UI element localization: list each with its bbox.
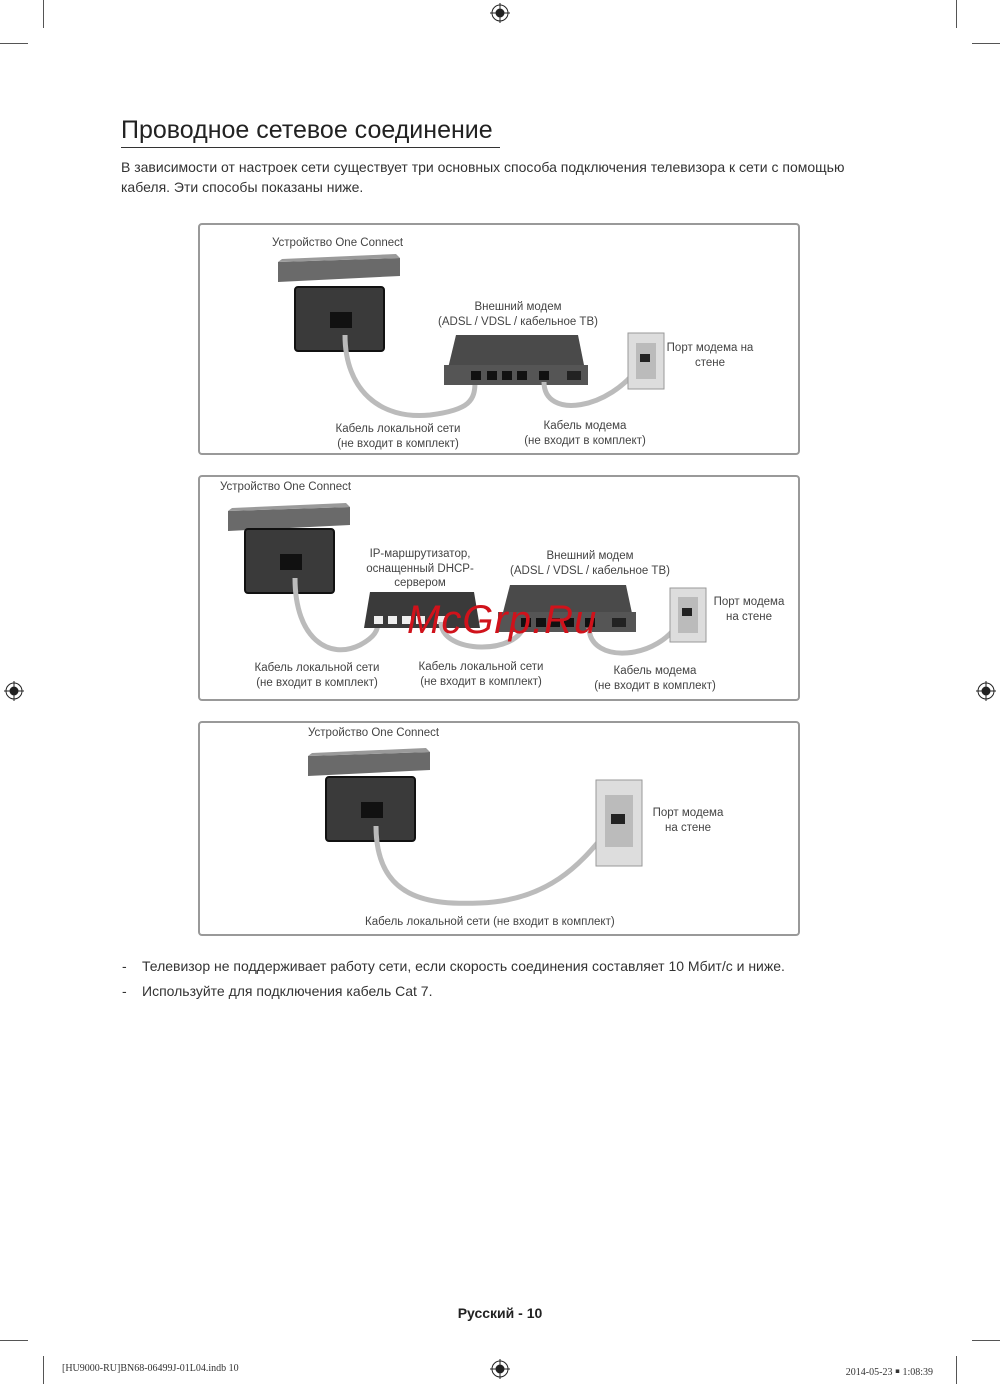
wall-port-line2: на стене: [726, 610, 772, 623]
modem-cable-name: Кабель модема: [613, 665, 697, 677]
lan-cable-tv: [292, 577, 381, 653]
diagram-modem-connection: [198, 223, 800, 455]
modem-types: (ADSL / VDSL / кабельное ТВ): [510, 564, 670, 577]
label-lan-cable-a: Кабель локальной сети (не входит в компле…: [247, 661, 387, 690]
lan-cable-note: (не входит в комплект): [337, 437, 459, 450]
label-one-connect: Устройство One Connect: [220, 481, 352, 493]
one-connect-device-icon: [228, 503, 350, 594]
router-line2: оснащенный DHCP-: [366, 562, 474, 575]
label-wall-port: Порт модема на стене: [648, 806, 728, 835]
note-item: -Используйте для подключения кабель Cat …: [122, 983, 433, 999]
label-one-connect: Устройство One Connect: [272, 237, 404, 249]
diagram-direct-connection: [198, 721, 800, 936]
label-router: IP-маршрутизатор, оснащенный DHCP-серверо…: [360, 547, 480, 591]
modem-types: (ADSL / VDSL / кабельное ТВ): [438, 315, 598, 328]
label-modem: Внешний модем (ADSL / VDSL / кабельное ТВ…: [438, 300, 598, 329]
wall-port-line1: Порт модема: [713, 596, 785, 608]
crop-mark: [43, 0, 44, 28]
page-title: Проводное сетевое соединение: [121, 116, 500, 148]
router-icon: [364, 592, 480, 628]
modem-icon: [444, 335, 588, 385]
one-connect-device-icon: [308, 748, 430, 842]
label-lan-cable-b: Кабель локальной сети (не входит в компле…: [411, 660, 551, 689]
lan-cable-router: [438, 621, 527, 650]
crop-mark: [0, 43, 28, 44]
label-lan-cable: Кабель локальной сети (не входит в компл…: [365, 916, 615, 928]
modem-cable-name: Кабель модема: [543, 420, 627, 432]
wall-port-line1: Порт модема на: [666, 342, 754, 354]
label-lan-cable: Кабель локальной сети (не входит в компле…: [328, 422, 468, 451]
label-wall-port: Порт модема на стене: [665, 341, 755, 370]
wall-port-line1: Порт модема: [652, 807, 724, 819]
modem-cable-note: (не входит в комплект): [594, 679, 716, 692]
footer-timestamp: 2014-05-23 ￭ 1:08:39: [845, 1367, 933, 1378]
modem-name: Внешний модем: [546, 550, 634, 562]
label-modem-cable: Кабель модема (не входит в комплект): [590, 664, 720, 693]
note-bullet: -: [122, 958, 127, 974]
note-bullet: -: [122, 983, 127, 999]
registration-mark-icon: [490, 3, 510, 23]
crop-mark: [972, 43, 1000, 44]
label-wall-port: Порт модема на стене: [710, 595, 788, 624]
lan-cable: [373, 824, 614, 906]
lan-cable: [342, 334, 478, 419]
lan-cable-name: Кабель локальной сети: [335, 423, 461, 435]
wall-port-line2: на стене: [665, 821, 711, 834]
crop-mark: [972, 1340, 1000, 1341]
one-connect-device-icon: [278, 254, 400, 352]
footer-file: [HU9000-RU]BN68-06499J-01L04.indb 10: [62, 1363, 239, 1374]
intro-text: В зависимости от настроек сети существуе…: [121, 159, 845, 195]
crop-mark: [0, 1340, 28, 1341]
lan-cable-name: Кабель локальной сети: [418, 661, 544, 673]
note-text: Телевизор не поддерживает работу сети, е…: [142, 958, 785, 974]
registration-mark-icon: [490, 1359, 510, 1379]
wall-port-icon: [595, 779, 643, 867]
diagram-router-connection: [198, 475, 800, 701]
registration-mark-icon: [4, 681, 24, 701]
modem-icon: [498, 585, 636, 632]
modem-cable-note: (не входит в комплект): [524, 434, 646, 447]
label-modem: Внешний модем (ADSL / VDSL / кабельное ТВ…: [510, 549, 670, 578]
lan-cable-note: (не входит в комплект): [256, 676, 378, 689]
note-text: Используйте для подключения кабель Cat 7…: [142, 983, 433, 999]
router-line1: IP-маршрутизатор,: [369, 548, 471, 560]
label-one-connect: Устройство One Connect: [308, 727, 440, 739]
router-line3: сервером: [394, 577, 446, 589]
crop-mark: [956, 1356, 957, 1384]
wall-port-icon: [627, 332, 665, 390]
label-modem-cable: Кабель модема (не входит в комплект): [520, 419, 650, 448]
lan-cable-name: Кабель локальной сети: [254, 662, 380, 674]
registration-mark-icon: [976, 681, 996, 701]
crop-mark: [43, 1356, 44, 1384]
modem-name: Внешний модем: [474, 301, 562, 313]
crop-mark: [956, 0, 957, 28]
note-item: -Телевизор не поддерживает работу сети, …: [122, 958, 785, 974]
page-number: Русский - 10: [457, 1305, 543, 1321]
lan-cable-note: (не входит в комплект): [420, 675, 542, 688]
wall-port-icon: [669, 587, 707, 643]
watermark: McGrp.Ru: [407, 598, 598, 642]
wall-port-line2: стене: [694, 356, 726, 369]
